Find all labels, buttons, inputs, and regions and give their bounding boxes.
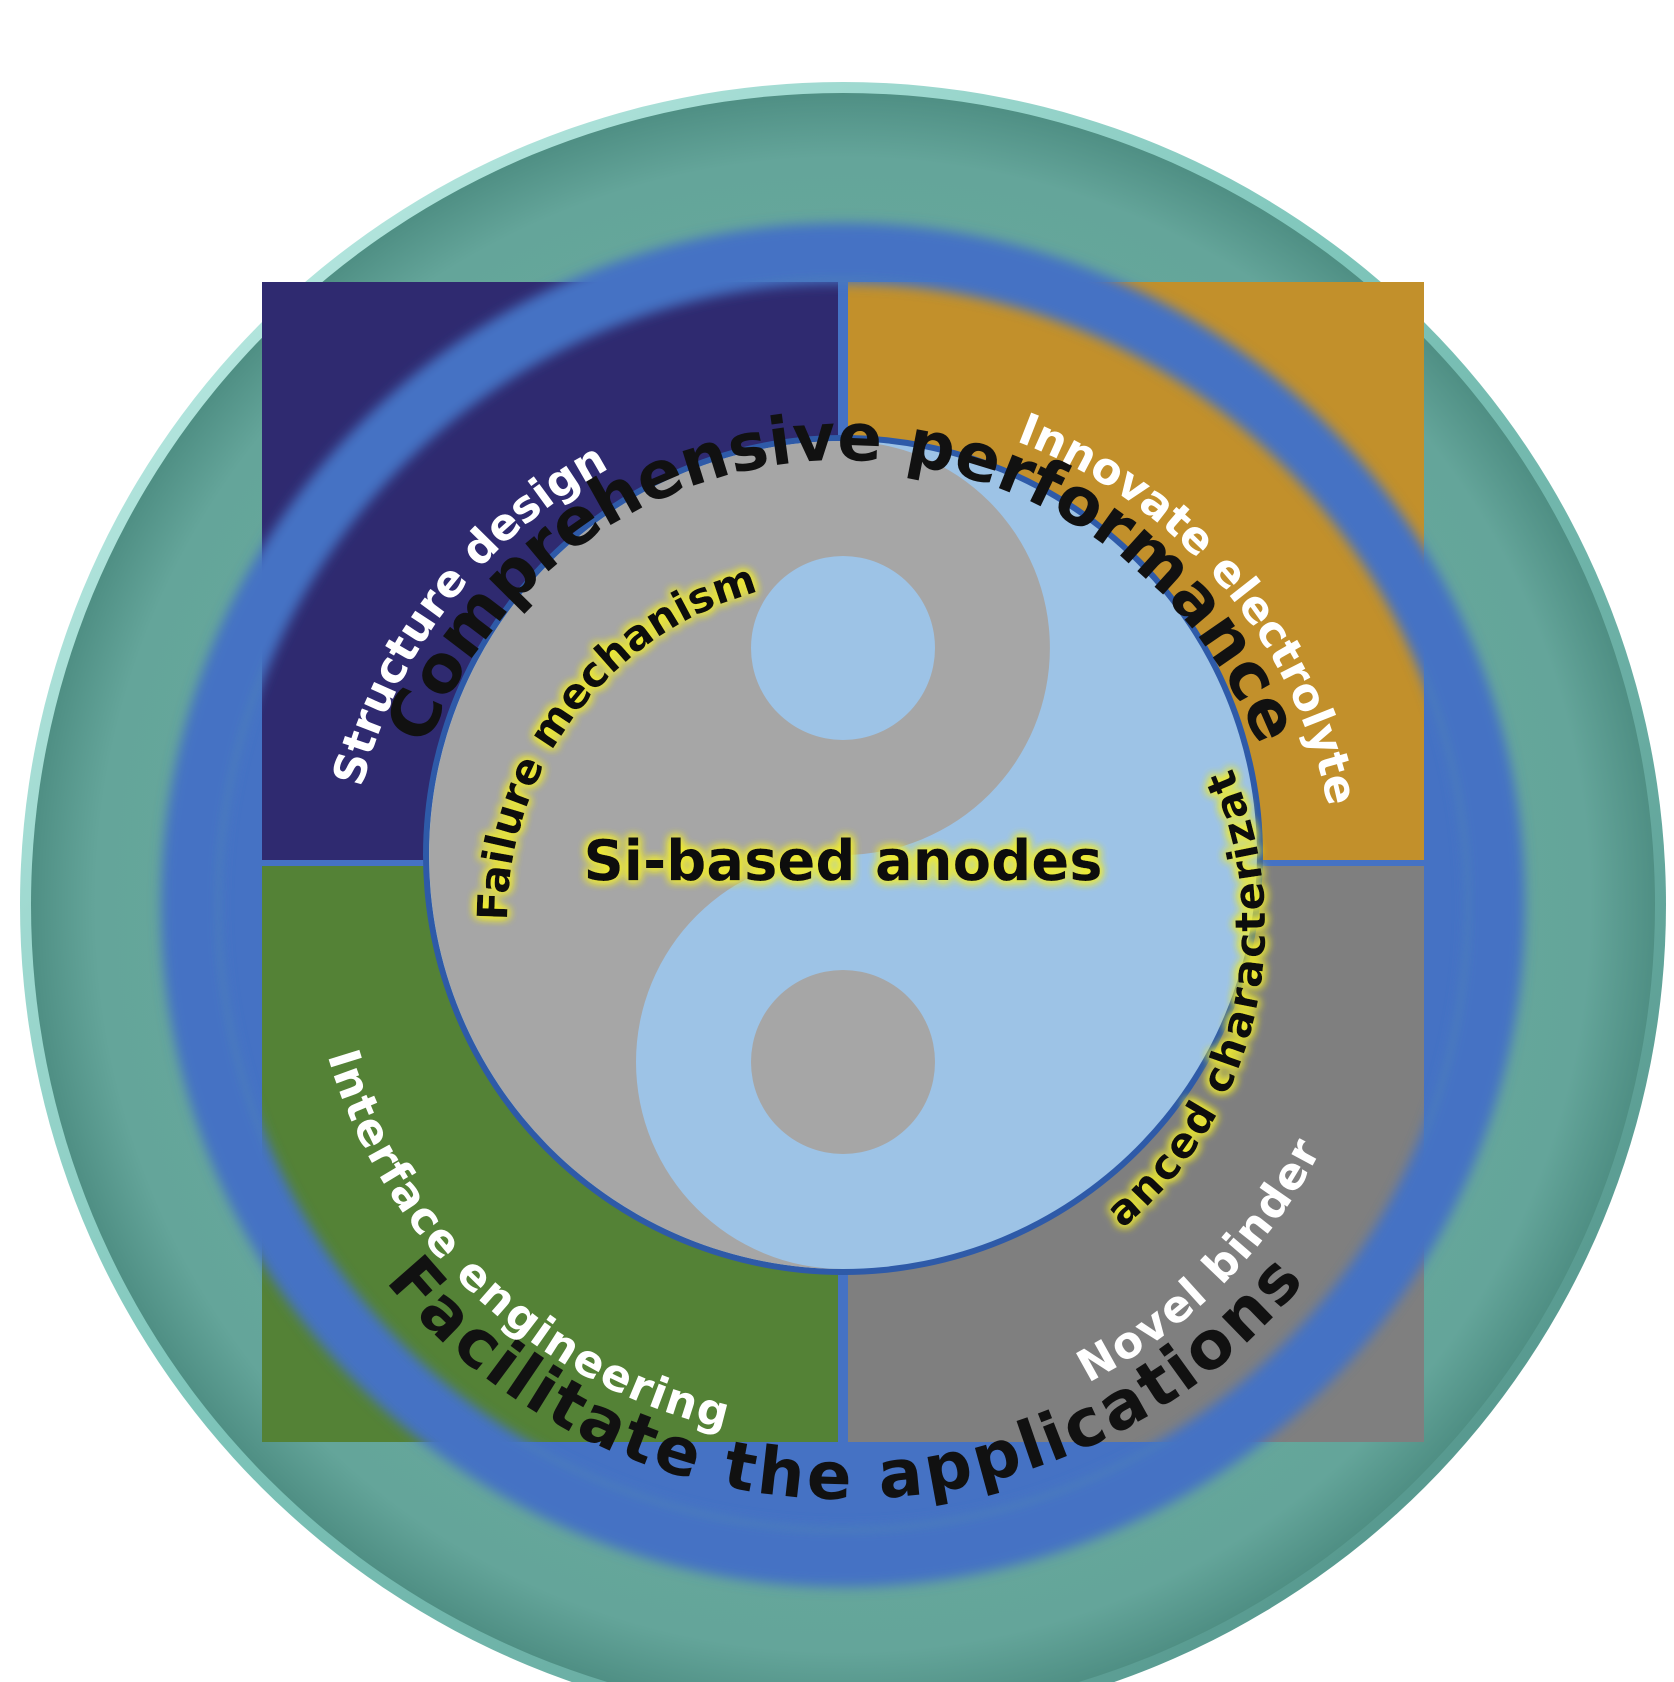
- yin-yang: [429, 441, 1257, 1269]
- center-title: Si-based anodes: [583, 829, 1102, 894]
- yin-dot: [751, 970, 935, 1154]
- quadrant-mask: [161, 223, 1525, 1587]
- yang-dot: [751, 556, 935, 740]
